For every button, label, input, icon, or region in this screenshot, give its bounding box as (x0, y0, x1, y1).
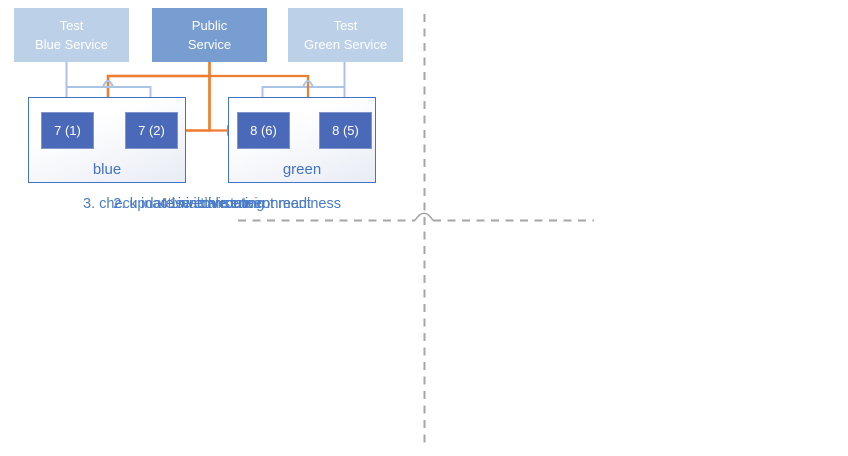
panel-caption: 3. check inactive environment readiness (83, 196, 341, 212)
panel-caption: 4. switch routing (159, 196, 265, 212)
panel-switch-routing: Test Blue Service Public Service Test Gr… (0, 0, 424, 228)
environment-label: green (282, 161, 322, 178)
pod-box: 7 (1) (41, 112, 94, 149)
panel-caption: 2. update inactive environment (113, 196, 311, 212)
public-service-box: Public Service (152, 8, 267, 62)
panel-caption: 1. initial state (169, 196, 255, 212)
green-environment-box: 8 (6) 8 (5) green (228, 97, 376, 183)
pod-box: 8 (6) (237, 112, 290, 149)
test-green-service-box: Test Green Service (288, 8, 403, 62)
pod-box: 8 (5) (319, 112, 372, 149)
environment-label: blue (92, 161, 122, 178)
blue-environment-box: 7 (1) 7 (2) blue (28, 97, 186, 183)
test-blue-service-box: Test Blue Service (14, 8, 129, 62)
pod-box: 7 (2) (125, 112, 178, 149)
